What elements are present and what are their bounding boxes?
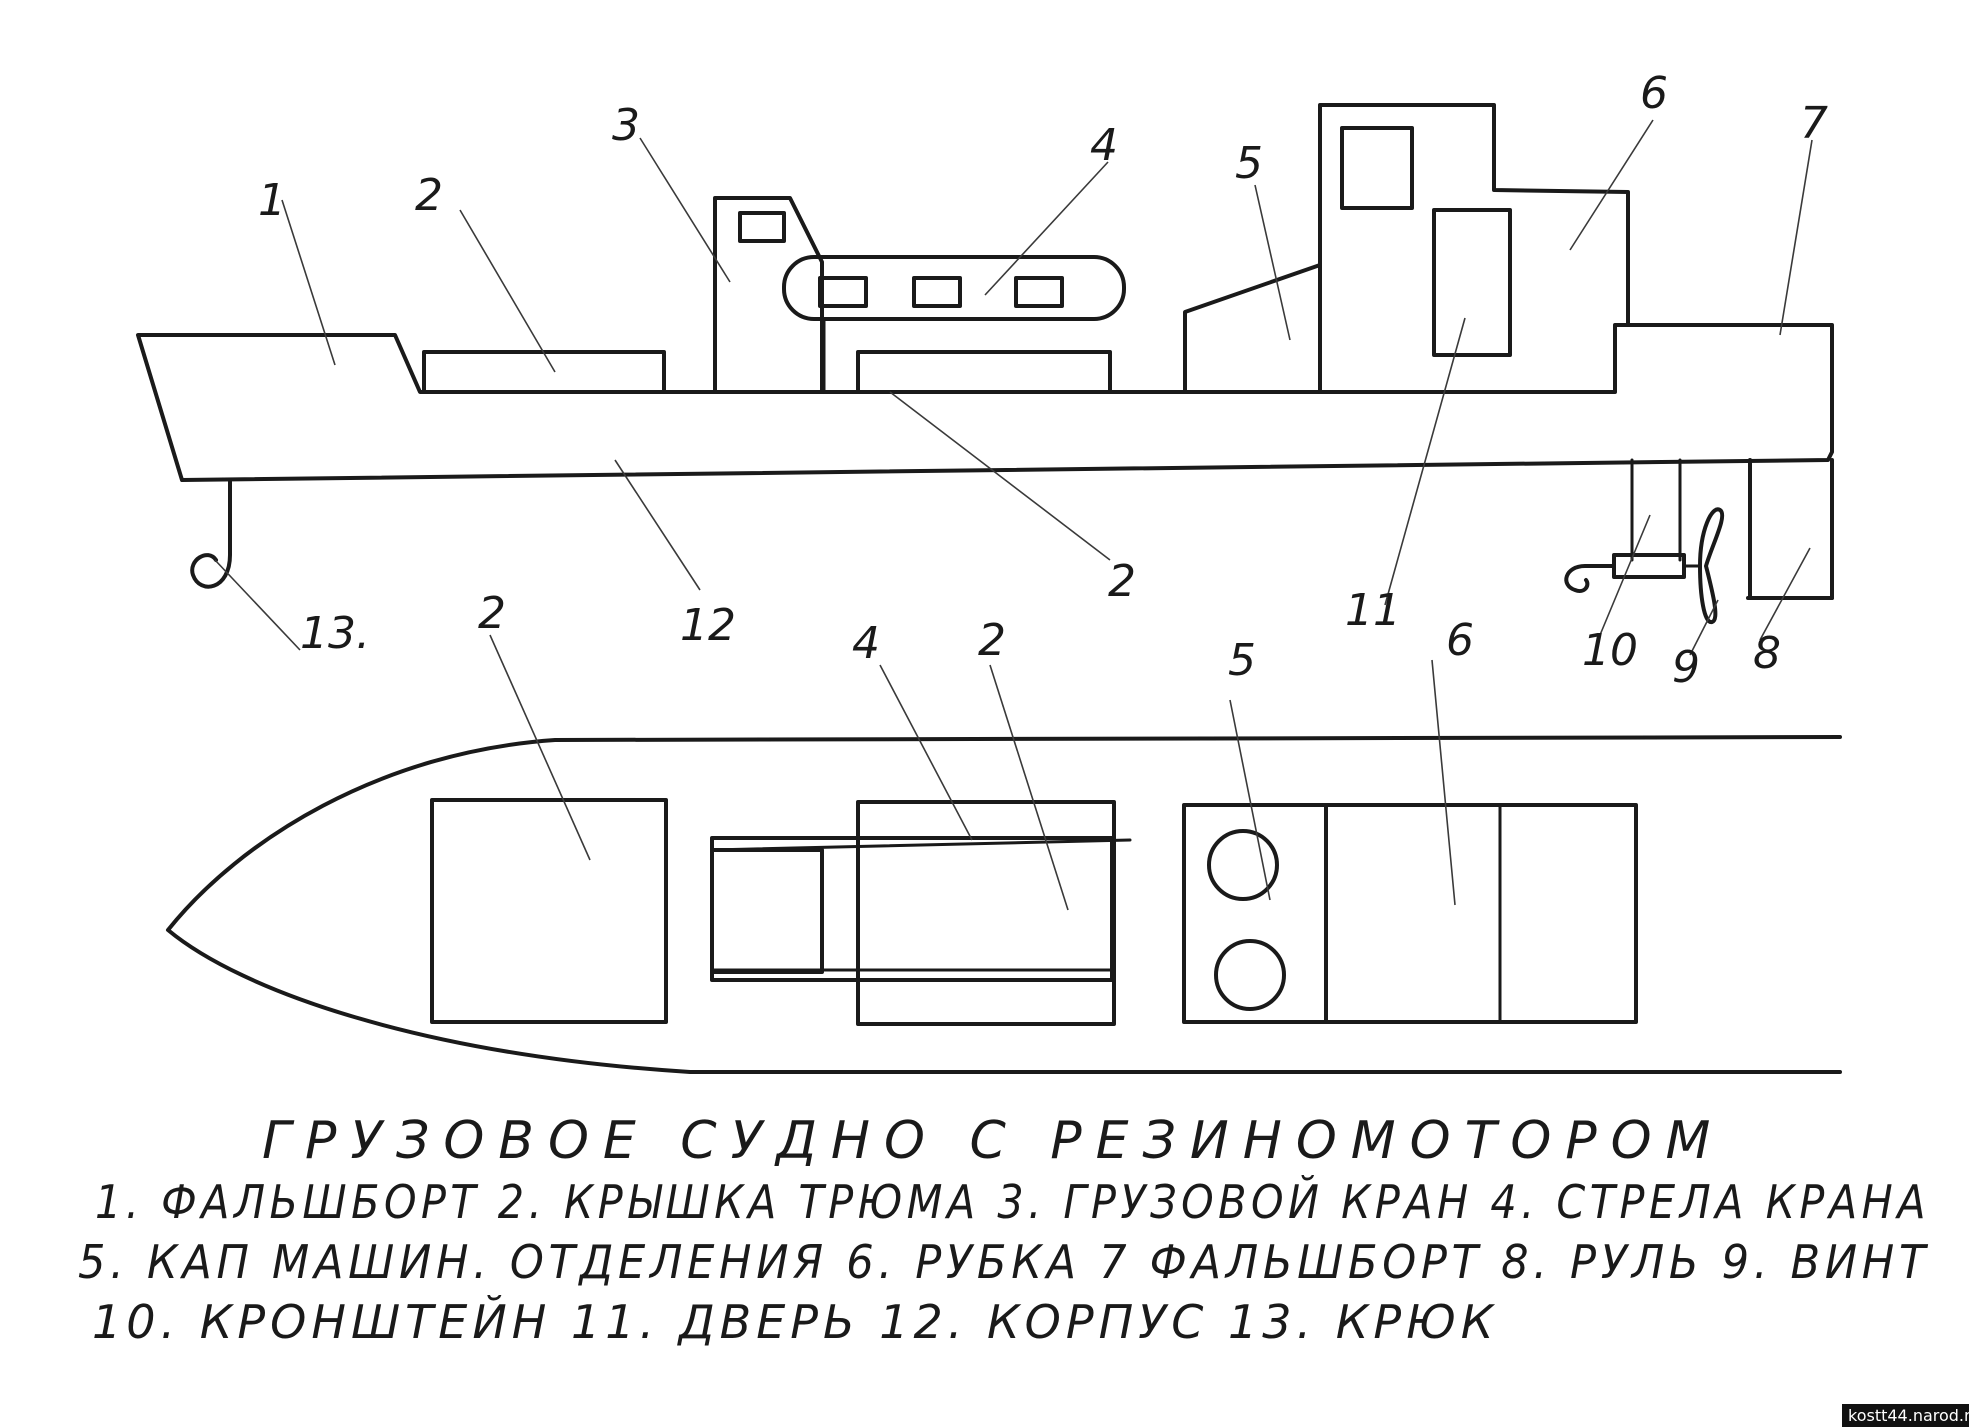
boom-window-2 — [912, 276, 962, 308]
label-2-side-aft: 2 — [1108, 556, 1136, 607]
label-4-plan: 4 — [852, 618, 880, 669]
stern-hook — [1564, 564, 1616, 593]
watermark-text: kostt44.narod.ru — [1848, 1406, 1969, 1425]
wheelhouse-window — [1340, 126, 1414, 210]
wheelhouse-plan — [1324, 803, 1638, 1024]
casing-hatch-1 — [1207, 829, 1279, 901]
wheelhouse-door — [1432, 208, 1512, 357]
hull-side — [136, 323, 1834, 482]
hull-plan — [166, 735, 1842, 1074]
label-2-plan-forward: 2 — [478, 588, 506, 639]
legend-line-2: 5. КАП МАШИН. ОТДЕЛЕНИЯ 6. РУБКА 7 ФАЛЬШ… — [78, 1235, 1930, 1289]
side-view: 1 2 3 4 5 6 7 2 11 12 13. 10 9 8 — [136, 68, 1834, 693]
crane-boom-side — [782, 255, 1126, 321]
label-12: 12 — [680, 600, 736, 651]
label-6-plan: 6 — [1446, 615, 1474, 666]
boom-window-1 — [818, 276, 868, 308]
label-7: 7 — [1800, 98, 1828, 149]
wheelhouse-side — [1318, 103, 1630, 394]
hatch-cover-aft-side — [856, 350, 1112, 394]
label-5-plan: 5 — [1228, 635, 1256, 686]
crane-house-plan — [710, 848, 824, 974]
label-2-side-forward: 2 — [415, 170, 443, 221]
rudder — [1748, 458, 1834, 600]
legend-line-1: 1. ФАЛЬШБОРТ 2. КРЫШКА ТРЮМА 3. ГРУЗОВОЙ… — [95, 1175, 1930, 1229]
label-2-plan-aft: 2 — [978, 615, 1006, 666]
legend-line-3: 10. КРОНШТЕЙН 11. ДВЕРЬ 12. КОРПУС 13. К… — [92, 1295, 1498, 1349]
propeller-shaft-bracket — [1630, 458, 1682, 562]
label-11: 11 — [1345, 585, 1401, 636]
label-3: 3 — [612, 100, 640, 151]
watermark: kostt44.narod.ru — [1842, 1404, 1969, 1427]
plan-view: 2 4 2 5 6 — [166, 588, 1842, 1074]
crane-window — [738, 211, 786, 243]
engine-room-casing-plan — [1182, 803, 1328, 1024]
engine-room-casing-side — [1183, 263, 1322, 394]
hatch-cover-aft-plan — [856, 800, 1116, 1026]
plan-leader-lines — [489, 634, 1456, 911]
label-8: 8 — [1753, 628, 1781, 679]
hatch-cover-forward-side — [422, 350, 666, 394]
label-1: 1 — [258, 175, 286, 226]
label-4-side: 4 — [1090, 120, 1118, 171]
propeller — [1698, 507, 1725, 624]
casing-hatch-2 — [1214, 939, 1286, 1011]
hatch-cover-forward-plan — [430, 798, 668, 1024]
cargo-crane-house — [713, 196, 824, 394]
boom-window-3 — [1014, 276, 1064, 308]
label-13: 13. — [300, 608, 370, 659]
propeller-bracket — [1612, 553, 1686, 579]
drawing-title: ГРУЗОВОЕ СУДНО С РЕЗИНОМОТОРОМ — [262, 1111, 1724, 1171]
caption: ГРУЗОВОЕ СУДНО С РЕЗИНОМОТОРОМ 1. ФАЛЬШБ… — [78, 1111, 1930, 1349]
bow-hook — [190, 478, 232, 589]
label-9: 9 — [1672, 642, 1700, 693]
label-6-side: 6 — [1640, 68, 1668, 119]
label-10: 10 — [1582, 625, 1638, 676]
label-5-side: 5 — [1235, 138, 1263, 189]
side-leader-lines — [214, 119, 1813, 656]
